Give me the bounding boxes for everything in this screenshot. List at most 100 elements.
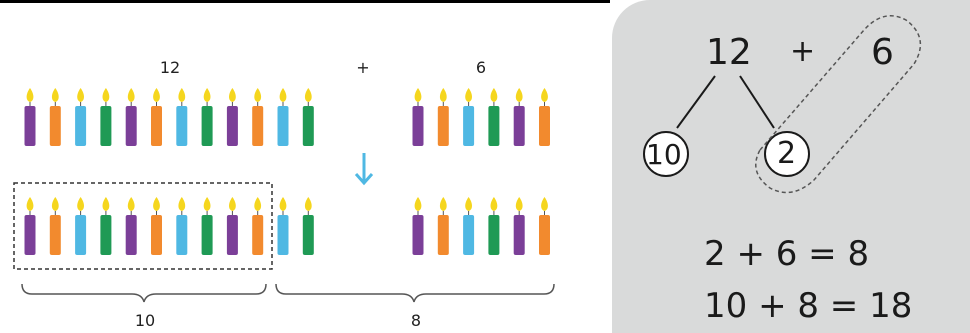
circle-two: [764, 131, 810, 177]
candle-body: [277, 106, 289, 146]
candle-blue: [463, 88, 475, 146]
candle-body: [151, 215, 162, 255]
equation-two: 10 + 8 = 18: [704, 286, 913, 326]
candle-orange: [49, 88, 61, 146]
candle-green: [201, 197, 213, 255]
candle-flame: [515, 88, 523, 102]
candle-green: [302, 88, 314, 146]
candle-flame: [304, 88, 312, 102]
candle-group-top-right: [412, 88, 550, 146]
candle-body: [24, 106, 36, 146]
candle-flame: [51, 88, 59, 102]
candle-blue: [176, 197, 188, 255]
circle-ten: [643, 131, 689, 177]
candle-body: [463, 106, 475, 146]
candle-flame: [465, 88, 472, 102]
candle-body: [125, 106, 137, 146]
candle-green: [201, 88, 213, 146]
candle-flame: [26, 197, 34, 211]
candle-blue: [277, 197, 289, 255]
candle-body: [176, 215, 188, 255]
candle-body: [151, 106, 162, 146]
candle-group-bottom-left: [24, 197, 264, 255]
candle-purple: [412, 88, 424, 146]
candle-green: [100, 197, 112, 255]
candle-flame: [254, 197, 262, 211]
candle-orange: [539, 197, 550, 255]
candle-orange: [49, 197, 61, 255]
candle-flame: [490, 88, 498, 102]
branch-left: [676, 75, 716, 129]
candle-body: [513, 106, 525, 146]
candle-flame: [439, 197, 447, 211]
candle-purple: [125, 88, 137, 146]
candle-body: [24, 215, 36, 255]
candle-body: [176, 106, 188, 146]
ten-dashed-box: [13, 182, 273, 270]
candle-group-bottom-right: [412, 197, 550, 255]
candle-orange: [539, 88, 550, 146]
candle-flame: [127, 88, 135, 102]
candle-green: [488, 197, 500, 255]
candle-flame: [279, 88, 287, 102]
candle-body: [75, 215, 87, 255]
candle-green: [100, 88, 112, 146]
candle-flame: [414, 197, 422, 211]
candle-flame: [229, 197, 236, 211]
candle-flame: [541, 88, 548, 102]
candle-flame: [541, 197, 548, 211]
candle-group-bottom-middle: [277, 197, 314, 255]
candle-body: [539, 106, 550, 146]
candle-purple: [226, 197, 238, 255]
candle-body: [226, 106, 238, 146]
candle-flame: [304, 197, 312, 211]
candle-body: [201, 215, 213, 255]
candle-orange: [252, 88, 264, 146]
label-six: 6: [475, 58, 487, 77]
candle-body: [75, 106, 87, 146]
candle-flame: [439, 88, 447, 102]
candle-green: [488, 88, 500, 146]
brace-eight: [275, 283, 555, 303]
candle-flame: [178, 88, 186, 102]
candle-purple: [24, 88, 36, 146]
candle-purple: [24, 197, 36, 255]
candle-orange: [151, 88, 162, 146]
number-bond-tree: [643, 15, 922, 194]
candle-body: [412, 215, 424, 255]
candle-blue: [75, 197, 87, 255]
top-rule: [0, 0, 610, 3]
candle-flame: [77, 88, 84, 102]
equation-one: 2 + 6 = 8: [704, 234, 870, 274]
label-ten: 10: [134, 311, 156, 330]
candle-illustration: [13, 88, 555, 303]
candle-flame: [203, 88, 211, 102]
candle-body: [463, 215, 475, 255]
candle-body: [539, 215, 550, 255]
label-eight: 8: [410, 311, 422, 330]
candle-flame: [51, 197, 59, 211]
candle-purple: [412, 197, 424, 255]
candle-group-top-left: [24, 88, 314, 146]
candle-body: [437, 106, 449, 146]
candle-flame: [26, 88, 34, 102]
candle-flame: [178, 197, 186, 211]
brace-ten: [21, 283, 267, 303]
panel-twelve: 12: [706, 32, 752, 73]
candle-flame: [77, 197, 84, 211]
branch-right: [739, 75, 775, 129]
label-twelve: 12: [159, 58, 181, 77]
candle-body: [252, 215, 264, 255]
candle-flame: [102, 88, 110, 102]
panel-ten: 10: [646, 138, 682, 171]
panel-two: 2: [777, 136, 797, 171]
candle-blue: [75, 88, 87, 146]
candle-green: [302, 197, 314, 255]
candle-blue: [463, 197, 475, 255]
panel-plus: +: [790, 34, 816, 69]
candle-purple: [513, 197, 525, 255]
label-plus: +: [356, 58, 370, 77]
candle-blue: [277, 88, 289, 146]
candle-flame: [279, 197, 287, 211]
candle-body: [100, 106, 112, 146]
